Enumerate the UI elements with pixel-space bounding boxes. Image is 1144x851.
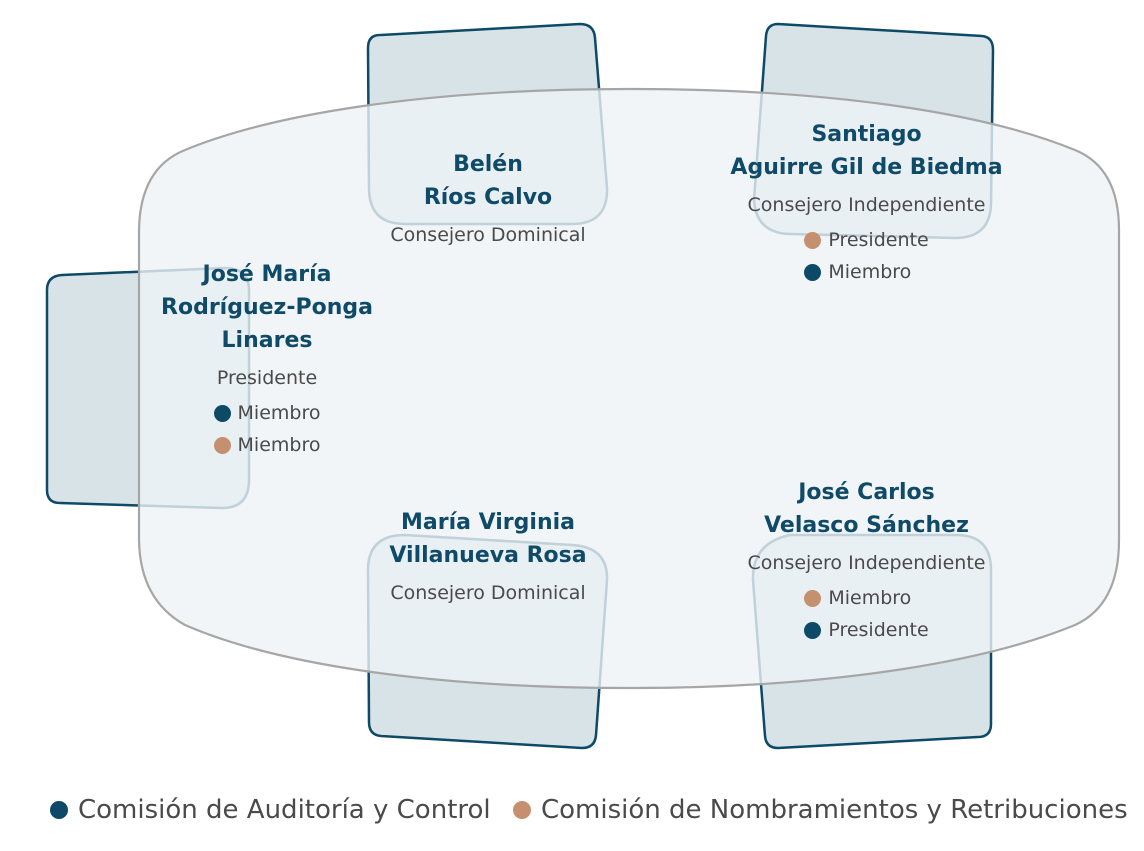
legend-item-auditoria: Comisión de Auditoría y Control bbox=[50, 795, 491, 825]
member-name-line: José Carlos bbox=[798, 480, 935, 505]
committee-nombramientos: Presidente bbox=[804, 224, 929, 256]
nombramientos-dot-icon bbox=[513, 801, 531, 819]
board-table bbox=[137, 87, 1121, 690]
committee-auditoria: Miembro bbox=[804, 256, 928, 288]
committee-list: Presidente Miembro bbox=[804, 224, 929, 288]
auditoria-dot-icon bbox=[50, 801, 68, 819]
committee-list: Miembro Presidente bbox=[804, 582, 929, 646]
legend-label-nombramientos: Comisión de Nombramientos y Retribucione… bbox=[541, 795, 1128, 825]
auditoria-dot-icon bbox=[804, 263, 822, 281]
member-name: María Virginia Villanueva Rosa bbox=[338, 506, 638, 572]
member-name-line: Velasco Sánchez bbox=[764, 513, 969, 538]
member-name-line: Villanueva Rosa bbox=[389, 543, 587, 568]
member-aguirre: Santiago Aguirre Gil de Biedma Consejero… bbox=[709, 118, 1024, 288]
member-name: Belén Ríos Calvo bbox=[338, 148, 638, 214]
member-name-line: Ríos Calvo bbox=[423, 185, 553, 210]
committee-position: Miembro bbox=[828, 261, 912, 283]
nombramientos-dot-icon bbox=[804, 589, 822, 607]
member-villanueva: María Virginia Villanueva Rosa Consejero… bbox=[338, 506, 638, 606]
committee-position: Presidente bbox=[828, 229, 929, 251]
committee-position: Presidente bbox=[828, 619, 929, 641]
member-name: Santiago Aguirre Gil de Biedma bbox=[709, 118, 1024, 184]
nombramientos-dot-icon bbox=[804, 231, 822, 249]
auditoria-dot-icon bbox=[804, 621, 822, 639]
member-rios-calvo: Belén Ríos Calvo Consejero Dominical bbox=[338, 148, 638, 248]
member-role: Consejero Independiente bbox=[747, 194, 986, 216]
member-rodriguez-ponga: José María Rodríguez-Ponga Linares Presi… bbox=[142, 258, 392, 461]
committee-position: Miembro bbox=[237, 402, 321, 424]
member-name-line: Santiago bbox=[811, 122, 922, 147]
legend-label-auditoria: Comisión de Auditoría y Control bbox=[78, 795, 491, 825]
member-name: José Carlos Velasco Sánchez bbox=[709, 476, 1024, 542]
committee-nombramientos: Miembro bbox=[804, 582, 928, 614]
legend-item-nombramientos: Comisión de Nombramientos y Retribucione… bbox=[513, 795, 1128, 825]
member-name-line: Aguirre Gil de Biedma bbox=[730, 155, 1003, 180]
member-velasco: José Carlos Velasco Sánchez Consejero In… bbox=[709, 476, 1024, 646]
member-role: Presidente bbox=[216, 367, 318, 389]
member-name-line: Linares bbox=[221, 328, 313, 353]
committee-nombramientos: Miembro bbox=[213, 429, 321, 461]
auditoria-dot-icon bbox=[213, 404, 231, 422]
member-name-line: Belén bbox=[453, 152, 523, 177]
committee-auditoria: Miembro bbox=[213, 397, 321, 429]
nombramientos-dot-icon bbox=[213, 436, 231, 454]
member-name-line: María Virginia bbox=[400, 510, 575, 535]
member-name-line: José María bbox=[202, 262, 332, 287]
committee-position: Miembro bbox=[828, 587, 912, 609]
member-role: Consejero Dominical bbox=[390, 224, 586, 246]
member-name: José María Rodríguez-Ponga Linares bbox=[142, 258, 392, 357]
committee-auditoria: Presidente bbox=[804, 614, 929, 646]
committee-position: Miembro bbox=[237, 434, 321, 456]
member-role: Consejero Dominical bbox=[390, 582, 586, 604]
committee-list: Miembro Miembro bbox=[213, 397, 321, 461]
member-role: Consejero Independiente bbox=[747, 552, 986, 574]
member-name-line: Rodríguez-Ponga bbox=[161, 295, 373, 320]
